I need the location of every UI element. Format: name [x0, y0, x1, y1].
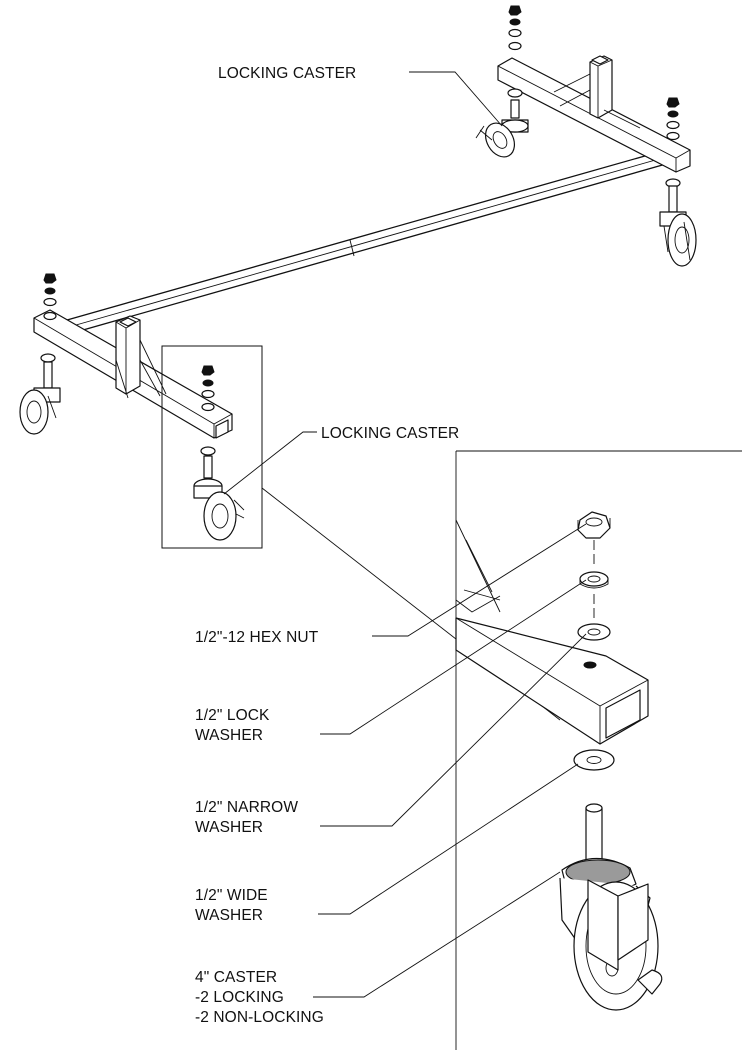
leader-caster	[313, 871, 561, 998]
caster-top-center	[475, 119, 529, 158]
hardware-stack-2	[665, 97, 681, 188]
leader-hex-nut	[372, 523, 587, 637]
hardware-stack-3	[40, 273, 57, 363]
enlarged-detail	[455, 450, 742, 1050]
label-caster-3: -2 NON-LOCKING	[195, 1009, 324, 1026]
leader-narrow-washer	[320, 633, 587, 827]
leader-locking-mid	[223, 431, 317, 495]
hardware-stack-4	[200, 365, 216, 456]
hardware-stack-1	[507, 5, 523, 119]
label-locking-caster-top: LOCKING CASTER	[218, 65, 356, 82]
label-caster-2: -2 LOCKING	[195, 989, 284, 1006]
caster-left	[19, 361, 61, 435]
caster-detail-small	[193, 455, 245, 541]
washer-icon	[579, 571, 609, 587]
leader-lock-washer	[320, 579, 587, 735]
label-caster-1: 4" CASTER	[195, 969, 277, 986]
label-lock-washer-2: WASHER	[195, 727, 263, 744]
label-narrow-washer-2: WASHER	[195, 819, 263, 836]
caster-right	[659, 185, 697, 267]
detail-box	[161, 345, 263, 549]
leader-locking-top	[409, 71, 503, 127]
hex-nut-icon	[577, 511, 611, 539]
label-locking-caster-mid: LOCKING CASTER	[321, 425, 459, 442]
label-hex-nut: 1/2"-12 HEX NUT	[195, 629, 319, 646]
leader-wide-washer	[318, 763, 579, 915]
label-wide-washer-1: 1/2" WIDE	[195, 887, 268, 904]
label-narrow-washer-1: 1/2" NARROW	[195, 799, 298, 816]
frame-drawing	[33, 55, 691, 439]
label-wide-washer-2: WASHER	[195, 907, 263, 924]
label-lock-washer-1: 1/2" LOCK	[195, 707, 270, 724]
